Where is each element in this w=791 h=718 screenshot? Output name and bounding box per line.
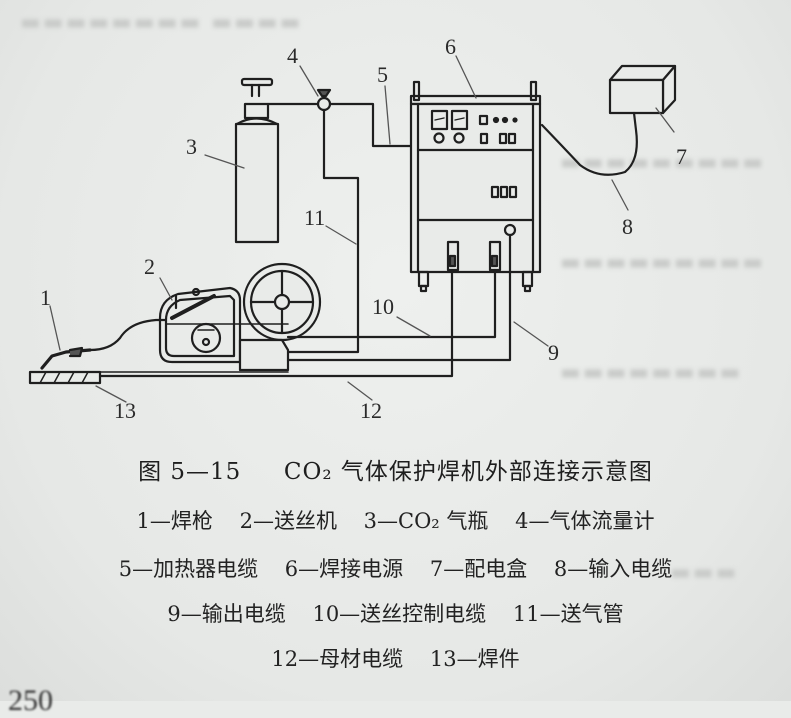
output-cable-9 (286, 270, 512, 362)
gas-hose-11 (286, 108, 360, 354)
legend-item: 4—气体流量计 (515, 509, 655, 533)
callout-8: 8 (622, 214, 633, 239)
callout-5: 5 (377, 62, 388, 87)
callout-9: 9 (548, 340, 559, 365)
figure-caption: 图 5—15 CO₂ 气体保护焊机外部连接示意图 (0, 452, 791, 486)
input-cable-8 (540, 111, 638, 176)
legend-item: 3—CO₂ 气瓶 (363, 509, 489, 533)
legend-item: 9—输出电缆 (167, 602, 286, 626)
legend-line-1: 1—焊枪 2—送丝机 3—CO₂ 气瓶 4—气体流量计 (0, 505, 791, 535)
legend-line-4: 12—母材电缆 13—焊件 (0, 643, 791, 673)
callout-1: 1 (40, 285, 51, 310)
callout-7: 7 (676, 144, 687, 169)
distribution-box-icon (608, 64, 677, 115)
flow-meter-icon (316, 88, 332, 112)
legend-line-3: 9—输出电缆 10—送丝控制电缆 11—送气管 (0, 598, 791, 628)
callout-4: 4 (287, 43, 298, 68)
legend-item: 5—加热器电缆 (118, 557, 259, 581)
callout-12: 12 (360, 398, 382, 423)
welding-torch-icon (40, 318, 168, 370)
gas-cylinder-icon (234, 77, 280, 244)
legend-item: 2—送丝机 (239, 509, 337, 533)
legend-item: 8—输入电缆 (553, 557, 673, 581)
legend-line-2: 5—加热器电缆 6—焊接电源 7—配电盒 8—输入电缆 (0, 553, 791, 583)
legend-item: 7—配电盒 (429, 557, 528, 581)
legend-item: 6—焊接电源 (284, 557, 404, 581)
legend-item: 10—送丝控制电缆 (312, 602, 487, 626)
bleed-through-text: ▬▬▬▬▬▬▬▬▬ (560, 250, 766, 275)
legend-item: 1—焊枪 (136, 509, 213, 533)
wire-feed-control-cable-10 (286, 268, 497, 339)
figure-number: 图 5—15 (138, 459, 242, 485)
legend-item: 11—送气管 (512, 602, 624, 626)
callout-11: 11 (304, 205, 326, 230)
legend-item: 13—焊件 (429, 647, 520, 671)
figure-title: CO₂ 气体保护焊机外部连接示意图 (283, 459, 653, 485)
callout-2: 2 (144, 254, 155, 279)
page-number: 250 (8, 684, 53, 717)
bleed-through-text: ▬▬▬▬▬▬▬▬ ▬▬▬▬ (20, 10, 303, 35)
callout-3: 3 (186, 134, 197, 159)
heater-cable-5 (328, 102, 412, 148)
leader-lines (49, 55, 675, 403)
legend-item: 12—母材电缆 (271, 647, 404, 671)
bleed-through-text: ▬▬▬ (670, 560, 739, 585)
callout-6: 6 (445, 34, 456, 59)
wire-feeder-icon (158, 262, 322, 372)
callout-13: 13 (114, 398, 136, 423)
workpiece-icon (28, 370, 102, 385)
bleed-through-text: ▬▬▬▬▬▬▬▬▬ (560, 150, 766, 175)
base-metal-cable-12 (98, 268, 454, 378)
welder-connection-diagram (28, 55, 677, 403)
callout-10: 10 (372, 294, 394, 319)
welding-power-source-icon (409, 80, 542, 293)
bleed-through-text: ▬▬▬▬▬▬▬▬ (560, 360, 743, 385)
